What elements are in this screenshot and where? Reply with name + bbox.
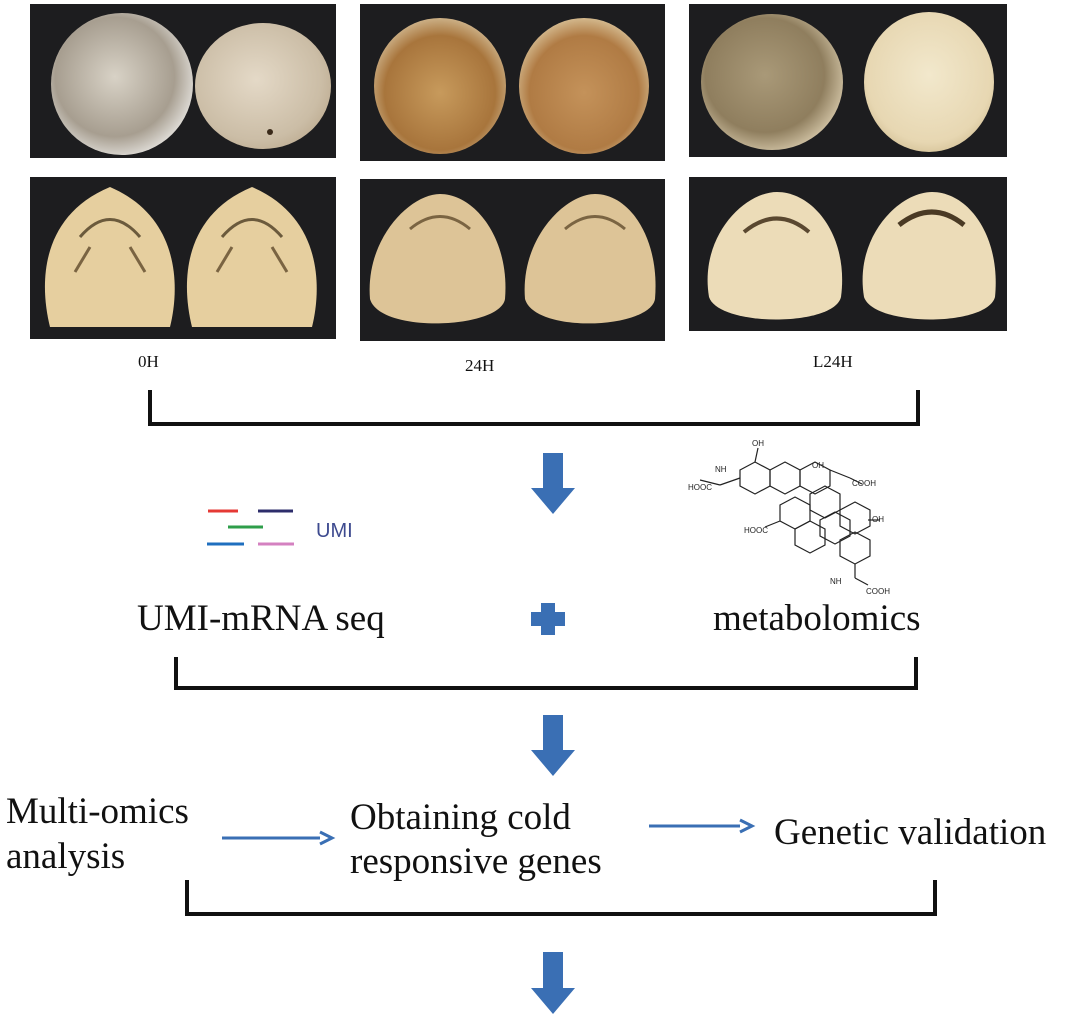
condition-label-0h: 0H [138,352,159,371]
plus-icon [531,603,565,635]
photo-24h-whole [360,4,665,161]
method-metabolomics: metabolomics [713,598,921,639]
bracket-bottom [185,880,937,916]
right-arrow-2 [649,818,756,834]
svg-text:OH: OH [872,515,884,524]
bracket-top [148,390,920,426]
umi-legend-label: UMI [316,520,353,542]
umi-legend-lines [207,509,294,546]
photo-0h-cut [30,177,336,339]
down-arrow-1 [531,453,575,514]
photo-24h-cut [360,179,665,341]
svg-text:HOOC: HOOC [744,526,768,535]
chemical-structure [699,447,880,586]
svg-text:NH: NH [830,577,842,586]
multi-omics-line1: Multi-omics [6,791,189,832]
multi-omics-line2: analysis [6,836,126,877]
cold-genes-line2: responsive genes [350,841,602,882]
down-arrow-3 [531,952,575,1014]
svg-text:HOOC: HOOC [688,483,712,492]
photo-0h-whole [30,4,336,158]
photo-l24h-whole [689,4,1007,157]
svg-text:NH: NH [715,465,727,474]
svg-text:COOH: COOH [852,479,876,488]
chemical-structure-labels: OH OH HOOC NH COOH HOOC OH NH COOH [688,439,890,596]
condition-label-24h: 24H [465,356,495,375]
svg-text:COOH: COOH [866,587,890,596]
bracket-middle [174,657,918,690]
condition-label-l24h: L24H [813,352,853,371]
svg-text:OH: OH [812,461,824,470]
cold-genes-line1: Obtaining cold [350,797,571,838]
svg-text:OH: OH [752,439,764,448]
photo-l24h-cut [689,177,1007,331]
right-arrow-1 [222,830,336,846]
genetic-validation: Genetic validation [774,812,1047,853]
down-arrow-2 [531,715,575,776]
method-umi-mrna-seq: UMI-mRNA seq [137,598,385,639]
